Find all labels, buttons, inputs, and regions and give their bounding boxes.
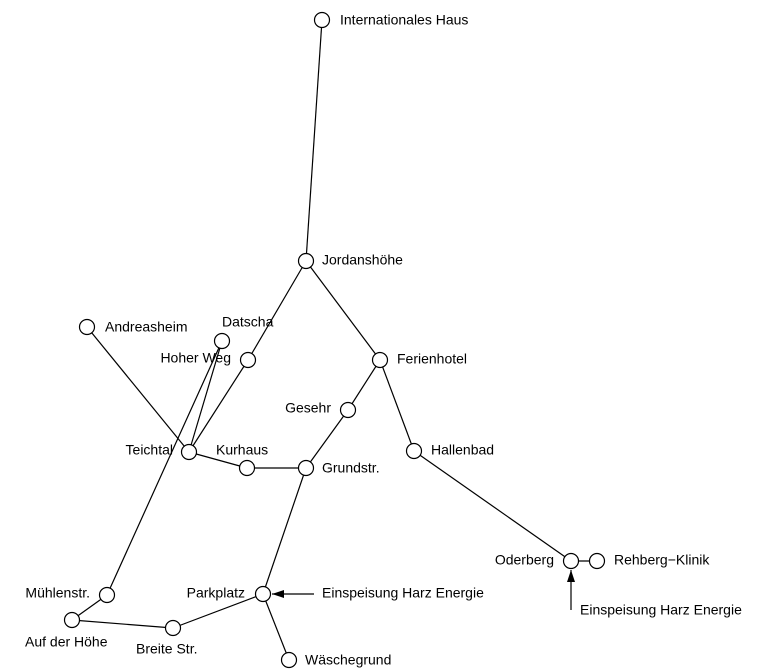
- node-parkplatz: [254, 585, 272, 603]
- node-waeschegrund: [280, 651, 298, 669]
- edge-breite-str-parkplatz: [172, 593, 264, 629]
- node-label-teichtal: Teichtal: [126, 442, 173, 458]
- node-datscha: [213, 332, 231, 350]
- edge-andreasheim-teichtal: [86, 326, 190, 453]
- node-rehberg-klinik: [588, 552, 606, 570]
- node-ferienhotel: [371, 351, 389, 369]
- node-hoher-weg: [239, 351, 257, 369]
- edge-parkplatz-waeschegrund: [262, 593, 290, 661]
- node-kurhaus: [238, 459, 256, 477]
- node-label-kurhaus: Kurhaus: [216, 442, 268, 458]
- edge-hallenbad-oderberg: [413, 450, 572, 562]
- edge-auf-der-hoehe-breite-str: [71, 619, 174, 629]
- node-label-jordanshoehe: Jordanshöhe: [322, 252, 403, 268]
- node-label-waeschegrund: Wäschegrund: [305, 652, 391, 668]
- node-internationales-haus: [313, 11, 331, 29]
- node-label-hallenbad: Hallenbad: [431, 442, 494, 458]
- node-label-grundstr: Grundstr.: [322, 460, 380, 476]
- node-breite-str: [164, 619, 182, 637]
- edge-datscha-muehlenstr: [106, 340, 223, 596]
- node-hallenbad: [405, 442, 423, 460]
- node-label-hoher-weg: Hoher Weg: [160, 350, 231, 366]
- feed-parkplatz-arrowhead: [272, 590, 284, 598]
- node-auf-der-hoehe: [63, 611, 81, 629]
- node-label-muehlenstr: Mühlenstr.: [25, 585, 90, 601]
- node-label-oderberg: Oderberg: [495, 552, 554, 568]
- node-label-andreasheim: Andreasheim: [105, 319, 188, 335]
- feed-oderberg-label: Einspeisung Harz Energie: [580, 602, 742, 618]
- edge-hoher-weg-teichtal: [188, 359, 249, 453]
- node-label-internationales-haus: Internationales Haus: [340, 12, 468, 28]
- edge-gesehr-grundstr: [305, 409, 349, 469]
- node-label-rehberg-klinik: Rehberg−Klinik: [614, 552, 710, 568]
- node-label-parkplatz: Parkplatz: [187, 585, 245, 601]
- labels: Internationales HausJordanshöheAndreashe…: [25, 12, 742, 668]
- node-gesehr: [339, 401, 357, 419]
- node-andreasheim: [78, 318, 96, 336]
- edge-ferienhotel-gesehr: [347, 359, 381, 411]
- edge-teichtal-datscha: [188, 340, 223, 453]
- edges: [71, 19, 597, 661]
- edge-internationales-haus-jordanshoehe: [305, 19, 323, 262]
- feed-arrows: [272, 570, 575, 610]
- node-label-datscha: Datscha: [222, 314, 274, 330]
- edge-jordanshoehe-ferienhotel: [305, 260, 381, 361]
- node-teichtal: [180, 443, 198, 461]
- node-jordanshoehe: [297, 252, 315, 270]
- node-label-auf-der-hoehe: Auf der Höhe: [25, 634, 108, 650]
- feed-oderberg-arrowhead: [567, 570, 575, 582]
- node-muehlenstr: [98, 586, 116, 604]
- node-oderberg: [562, 552, 580, 570]
- node-grundstr: [297, 459, 315, 477]
- nodes: [63, 11, 606, 669]
- node-label-ferienhotel: Ferienhotel: [397, 351, 467, 367]
- node-label-gesehr: Gesehr: [285, 400, 331, 416]
- node-label-breite-str: Breite Str.: [136, 641, 197, 657]
- feed-parkplatz-label: Einspeisung Harz Energie: [322, 585, 484, 601]
- edge-ferienhotel-hallenbad: [379, 359, 415, 452]
- edge-jordanshoehe-hoher-weg: [247, 260, 307, 361]
- edge-teichtal-kurhaus: [188, 451, 248, 469]
- edge-grundstr-parkplatz: [262, 467, 307, 595]
